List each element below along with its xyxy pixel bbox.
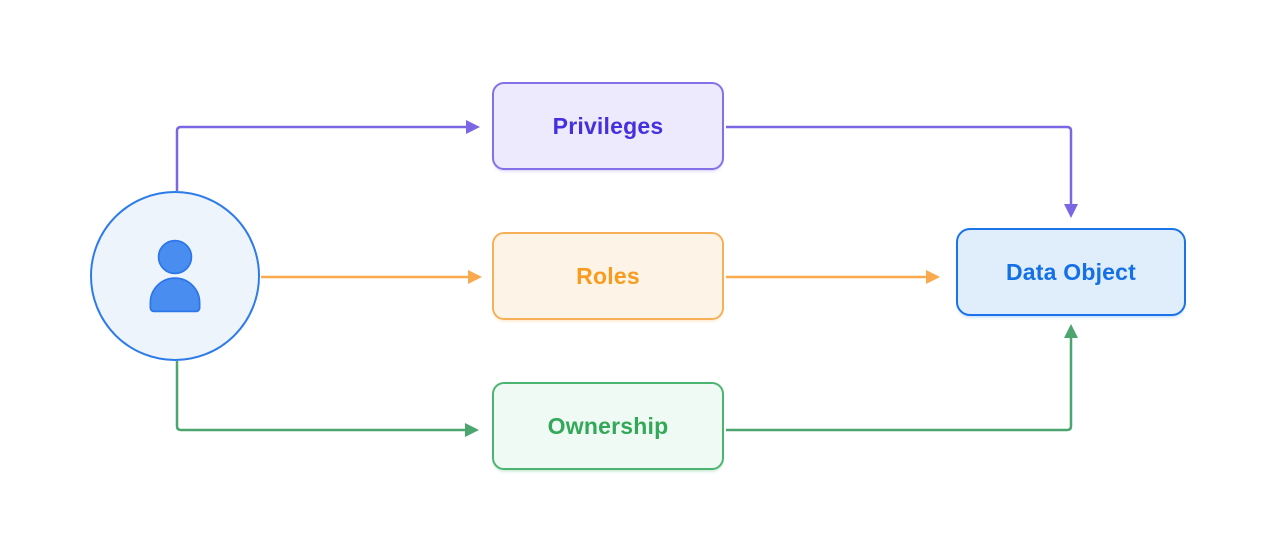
node-ownership-label: Ownership — [547, 412, 669, 439]
node-ownership: Ownership — [492, 382, 724, 470]
node-roles: Roles — [492, 232, 724, 320]
arrowhead-right-purple — [466, 120, 480, 134]
node-privileges: Privileges — [492, 82, 724, 170]
node-privileges-label: Privileges — [552, 112, 664, 139]
node-roles-label: Roles — [576, 262, 640, 289]
arrowhead-down-purple — [1064, 204, 1078, 218]
arrowhead-right-green — [465, 423, 479, 437]
arrowhead-right-orange-2 — [926, 270, 940, 284]
person-icon — [149, 239, 201, 313]
edge-roles-to-data-object — [726, 270, 940, 284]
node-data-object-label: Data Object — [1005, 258, 1136, 285]
edge-ownership-to-data-object — [726, 324, 1078, 432]
edge-user-to-roles — [261, 270, 482, 284]
user-actor-node — [90, 191, 260, 361]
edge-user-to-ownership — [175, 361, 479, 437]
edge-privileges-to-data-object — [726, 125, 1078, 218]
node-data-object: Data Object — [956, 228, 1186, 316]
arrowhead-up-green — [1064, 324, 1078, 338]
edge-user-to-privileges — [175, 120, 480, 191]
arrowhead-right-orange — [468, 270, 482, 284]
